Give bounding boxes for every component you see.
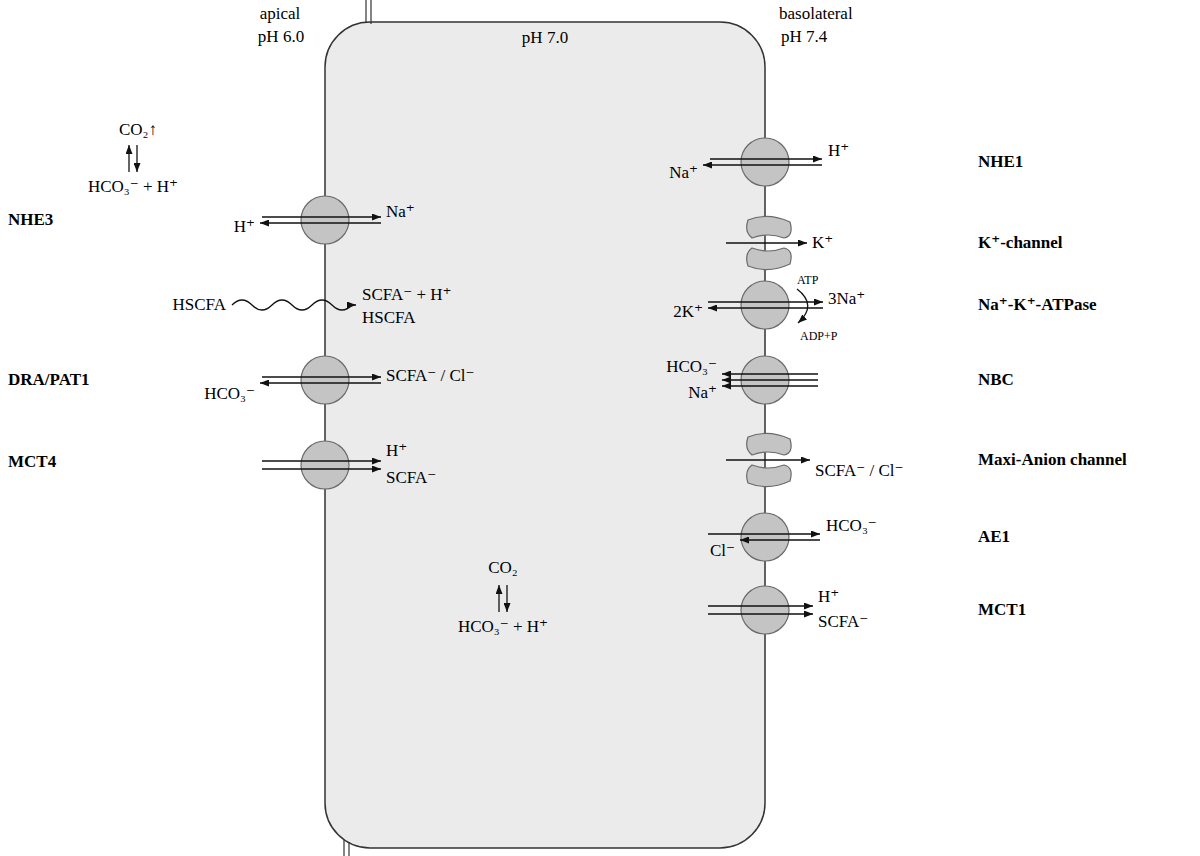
ion-label: HSCFA xyxy=(362,308,416,328)
ion-label: Na⁺ xyxy=(669,163,698,183)
equilibrium-text: CO₂↑ xyxy=(119,120,157,140)
transporter-name: NHE1 xyxy=(978,152,1023,172)
ion-label: SCFA⁻ / Cl⁻ xyxy=(815,461,904,481)
ion-label: SCFA⁻ + H⁺ xyxy=(362,285,452,305)
compartment-ph: pH 7.0 xyxy=(325,22,765,48)
transporter-name: K⁺-channel xyxy=(978,233,1063,253)
equilibrium-text: HCO₃⁻ + H⁺ xyxy=(458,617,548,637)
ion-label: HCO₃⁻ xyxy=(204,384,255,404)
transporter-symbol xyxy=(301,138,789,634)
ion-label: 2K⁺ xyxy=(673,302,703,322)
ion-label: H⁺ xyxy=(818,587,839,607)
energy-label: ADP+P xyxy=(800,330,837,344)
ion-label: SCFA⁻ xyxy=(818,612,868,632)
transporter-name: NBC xyxy=(978,370,1014,390)
ion-label: H⁺ xyxy=(386,441,407,461)
transporter-name: DRA/PAT1 xyxy=(8,370,90,390)
ion-label: Na⁺ xyxy=(386,202,415,222)
ion-label: 3Na⁺ xyxy=(828,289,865,309)
cell-outline xyxy=(325,22,765,848)
tight-junction xyxy=(344,0,371,856)
transporter-name: AE1 xyxy=(978,527,1010,547)
transporter-name: NHE3 xyxy=(8,210,53,230)
ion-label: K⁺ xyxy=(812,233,833,253)
ph-value: pH 6.0 xyxy=(258,27,304,47)
transporter-name: Maxi-Anion channel xyxy=(978,450,1127,470)
side-label: apical xyxy=(260,4,301,24)
ion-label: Na⁺ xyxy=(688,383,717,403)
transporter-name: MCT1 xyxy=(978,600,1026,620)
epithelial-cell: pH 7.0 xyxy=(325,22,765,848)
ion-label: HSCFA xyxy=(172,295,226,315)
equilibrium-text: CO₂ xyxy=(488,558,518,578)
transporter-name: MCT4 xyxy=(8,452,56,472)
ion-label: HCO₃⁻ xyxy=(826,516,877,536)
ph-value: pH 7.4 xyxy=(781,27,827,47)
ion-label: Cl⁻ xyxy=(710,541,735,561)
ion-label: SCFA⁻ / Cl⁻ xyxy=(386,366,475,386)
ion-label: H⁺ xyxy=(234,217,255,237)
ion-label: HCO₃⁻ xyxy=(666,357,717,377)
energy-label: ATP xyxy=(797,274,818,288)
ion-label: H⁺ xyxy=(828,141,849,161)
flux-arrow xyxy=(129,145,823,614)
equilibrium-text: HCO₃⁻ + H⁺ xyxy=(88,177,178,197)
transporter-name: Na⁺-K⁺-ATPase xyxy=(978,295,1097,315)
channel-symbol xyxy=(747,216,791,486)
side-label: basolateral xyxy=(779,4,853,24)
ion-label: SCFA⁻ xyxy=(386,468,436,488)
